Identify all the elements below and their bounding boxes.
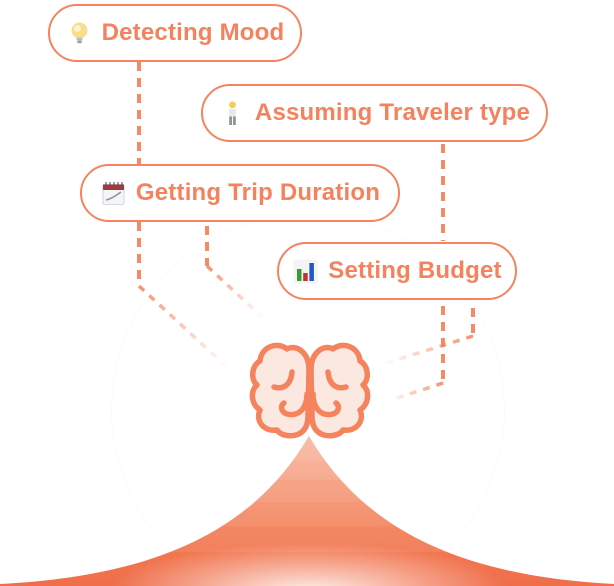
bar-chart-icon (293, 259, 318, 283)
connector-trip-duration-diagonal (205, 264, 265, 320)
lightbulb-icon (71, 22, 88, 43)
step-label: Detecting Mood (101, 19, 285, 46)
brain-icon (249, 342, 371, 439)
connector-budget-diagonal (382, 334, 474, 366)
step-label: Getting Trip Duration (135, 179, 381, 206)
step-pill-detecting-mood: Detecting Mood (48, 4, 302, 62)
step-pill-setting-budget: Setting Budget (277, 242, 517, 300)
step-pill-traveler-type: Assuming Traveler type (201, 84, 548, 142)
connector-detecting-mood-diagonal (137, 284, 230, 370)
connector-traveler-type-diagonal (387, 381, 444, 403)
calendar-icon (102, 181, 125, 205)
step-label: Assuming Traveler type (254, 99, 531, 126)
traveler-icon (228, 100, 237, 125)
mountain-shape (0, 436, 614, 586)
step-pill-trip-duration: Getting Trip Duration (80, 164, 400, 222)
step-label: Setting Budget (328, 257, 502, 284)
